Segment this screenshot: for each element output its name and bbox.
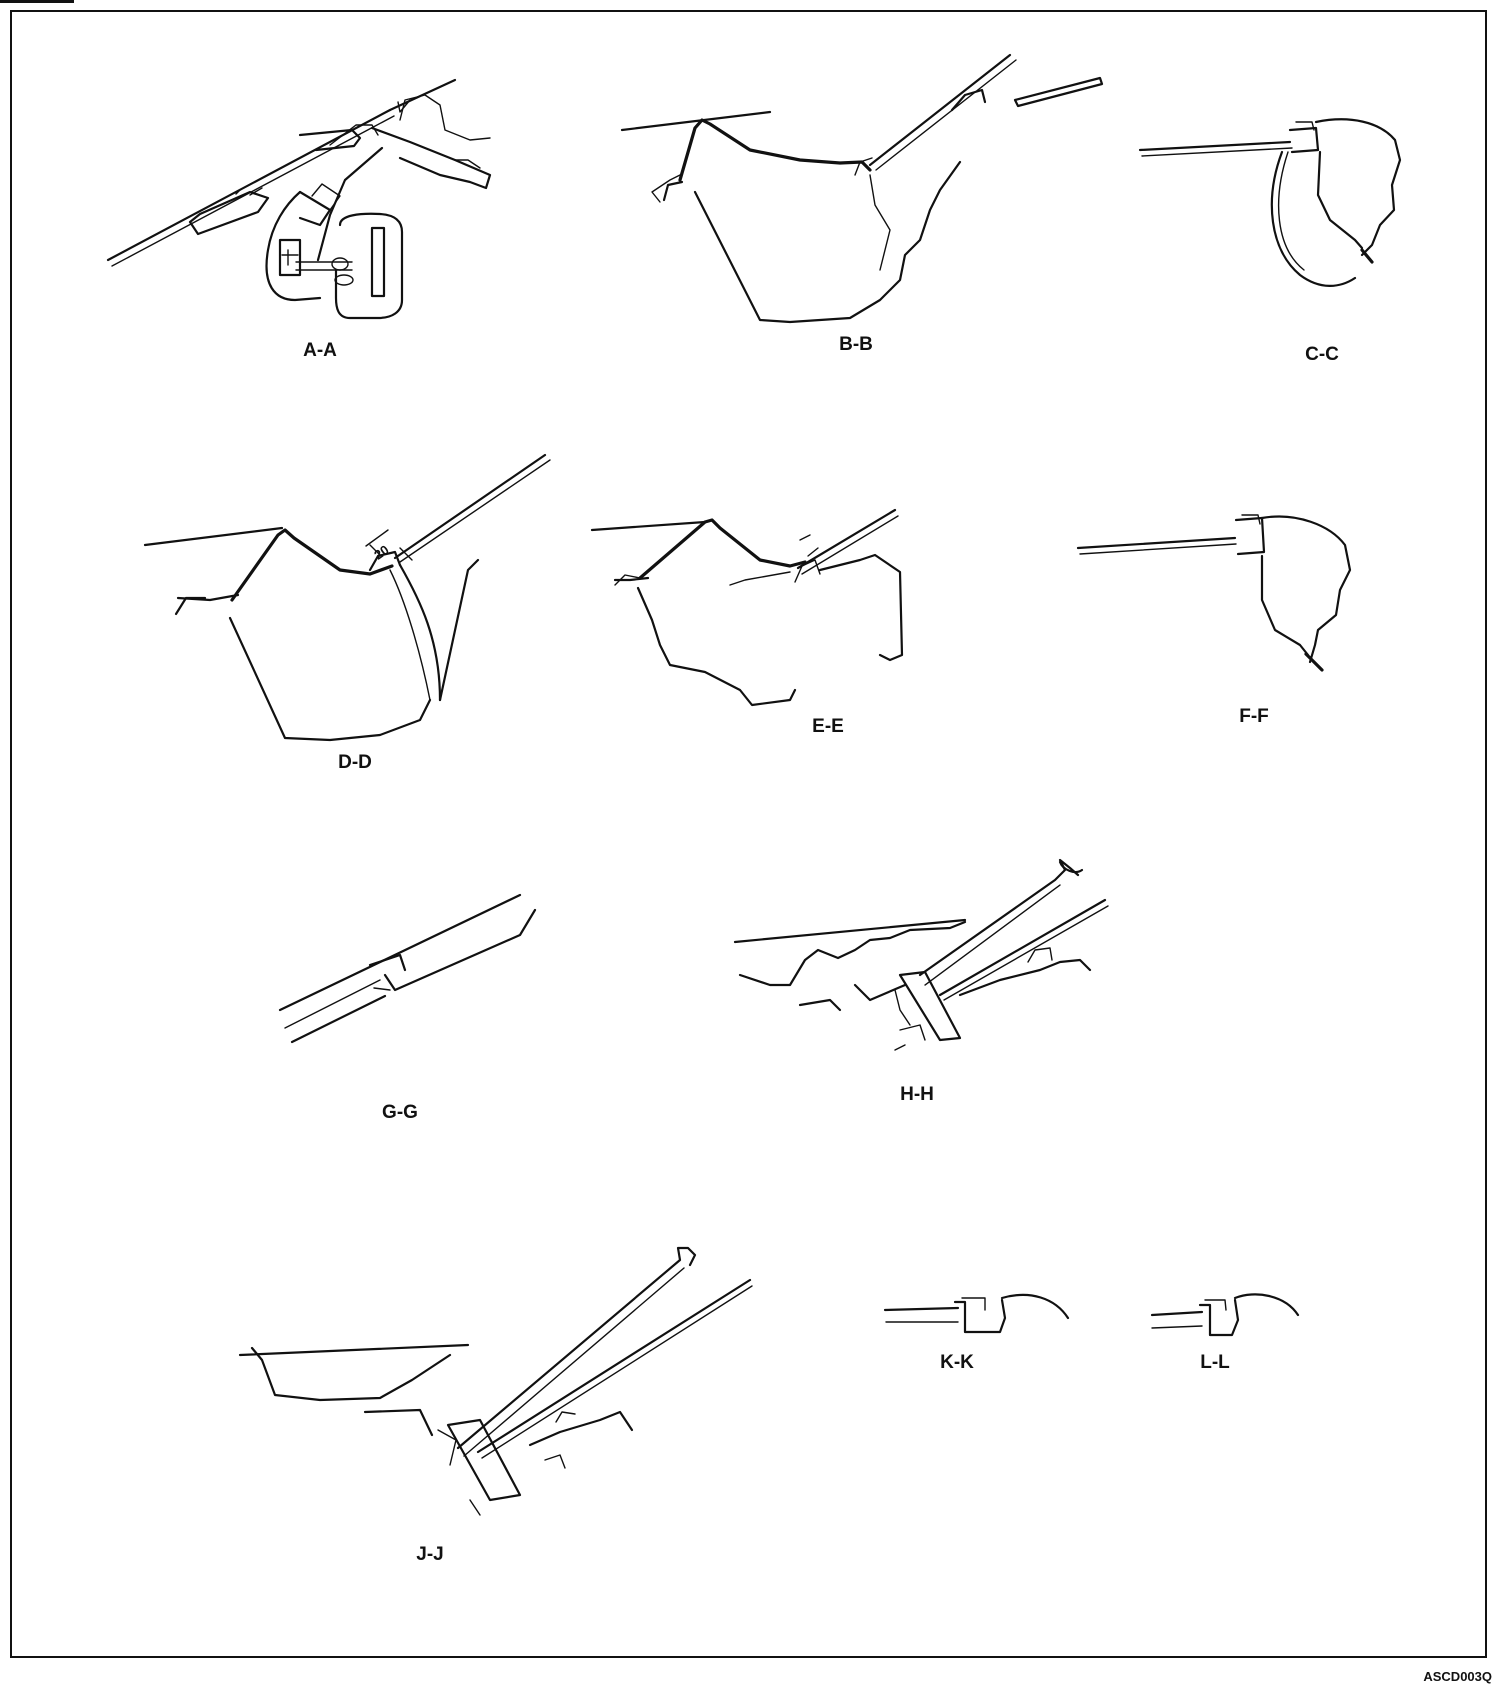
section-label-b-b: B-B xyxy=(839,334,873,355)
section-label-e-e: E-E xyxy=(812,716,844,737)
section-label-k-k: K-K xyxy=(940,1352,974,1373)
section-label-j-j: J-J xyxy=(416,1544,443,1565)
section-label-g-g: G-G xyxy=(382,1102,418,1123)
section-a-a: A-A xyxy=(106,78,492,361)
section-label-c-c: C-C xyxy=(1305,344,1339,365)
section-k-k: K-K xyxy=(883,1293,1070,1373)
section-label-a-a: A-A xyxy=(303,340,337,361)
section-label-l-l: L-L xyxy=(1200,1352,1230,1373)
dimension-d-d: 20 xyxy=(371,542,391,563)
section-label-f-f: F-F xyxy=(1239,706,1269,727)
drawing-reference-code: ASCD003Q xyxy=(1423,1669,1492,1684)
section-f-f: F-F xyxy=(1076,514,1352,727)
section-label-h-h: H-H xyxy=(900,1084,934,1105)
section-c-c: C-C xyxy=(1138,118,1402,365)
drawing-frame xyxy=(10,10,1487,1658)
section-e-e: E-E xyxy=(590,508,904,737)
section-j-j: J-J xyxy=(238,1246,753,1565)
section-l-l: L-L xyxy=(1150,1293,1300,1373)
section-d-d: 20 D-D xyxy=(143,453,551,773)
section-label-d-d: D-D xyxy=(338,752,372,773)
section-g-g: G-G xyxy=(278,893,537,1123)
section-h-h: H-H xyxy=(733,858,1109,1105)
corner-tab-mark xyxy=(0,0,74,3)
section-b-b: B-B xyxy=(620,53,1104,355)
